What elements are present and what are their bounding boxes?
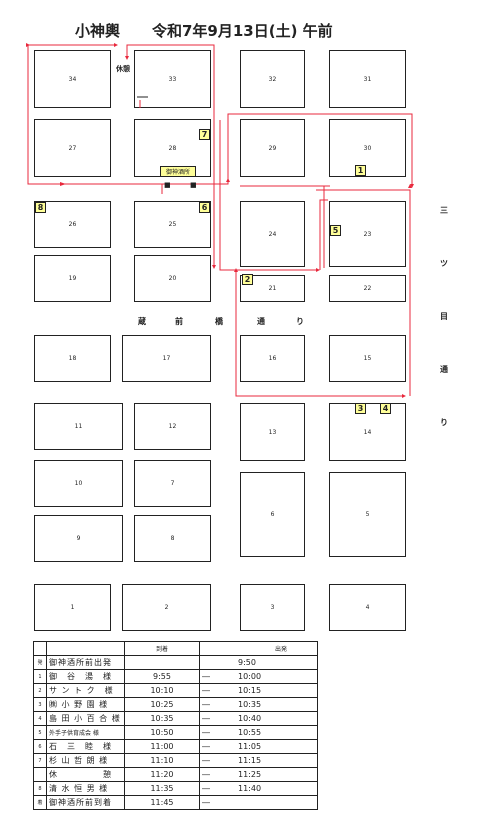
- shrine-dot-left: ■: [164, 181, 171, 189]
- street-kuramae-4: 通: [257, 317, 265, 326]
- marker-5: 5: [330, 225, 341, 236]
- block-13: 13: [240, 403, 305, 461]
- block-34: 34: [34, 50, 111, 108]
- block-8: 8: [134, 515, 211, 562]
- street-kuramae-5: り: [296, 317, 304, 326]
- block-29: 29: [240, 119, 305, 177]
- block-19: 19: [34, 255, 111, 302]
- street-kuramae-1: 蔵: [138, 317, 146, 326]
- block-31: 31: [329, 50, 406, 108]
- street-mitsume-2: ツ: [440, 259, 448, 268]
- title-right: 令和7年9月13日(土) 午前: [152, 22, 333, 40]
- street-kuramae-2: 前: [175, 317, 183, 326]
- street-mitsume-3: 目: [440, 312, 448, 321]
- marker-2: 2: [242, 274, 253, 285]
- header-arrive: 到着: [124, 641, 200, 656]
- block-20: 20: [134, 255, 211, 302]
- block-1: 1: [34, 584, 111, 631]
- marker-8: 8: [35, 202, 46, 213]
- street-mitsume-5: り: [440, 418, 448, 427]
- block-23: 23: [329, 201, 406, 267]
- block-10: 10: [34, 460, 123, 507]
- schedule-header: 到着 出発: [33, 641, 318, 656]
- rest-label: 休憩: [116, 65, 130, 73]
- block-16: 16: [240, 335, 305, 382]
- marker-6: 6: [199, 202, 210, 213]
- street-mitsume-1: 三: [440, 206, 448, 215]
- marker-4: 4: [380, 403, 391, 414]
- header-depart: 出発: [199, 641, 318, 656]
- block-7: 7: [134, 460, 211, 507]
- block-3: 3: [240, 584, 305, 631]
- title-left: 小神輿: [75, 22, 121, 40]
- street-kuramae-3: 橋: [215, 317, 223, 326]
- block-33: 33: [134, 50, 211, 108]
- shrine-dot-right: ■: [190, 181, 197, 189]
- block-25: 25: [134, 201, 211, 248]
- block-27: 27: [34, 119, 111, 177]
- block-15: 15: [329, 335, 406, 382]
- route-map: [26, 43, 414, 398]
- block-5: 5: [329, 472, 406, 557]
- block-2: 2: [122, 584, 211, 631]
- block-26: 26: [34, 201, 111, 248]
- block-12: 12: [134, 403, 211, 450]
- block-17: 17: [122, 335, 211, 382]
- block-4: 4: [329, 584, 406, 631]
- street-mitsume-4: 通: [440, 365, 448, 374]
- marker-3: 3: [355, 403, 366, 414]
- shrine-label: 御神酒所: [160, 166, 196, 177]
- block-9: 9: [34, 515, 123, 562]
- block-11: 11: [34, 403, 123, 450]
- block-24: 24: [240, 201, 305, 267]
- block-18: 18: [34, 335, 111, 382]
- marker-7: 7: [199, 129, 210, 140]
- block-32: 32: [240, 50, 305, 108]
- block-14: 14: [329, 403, 406, 461]
- block-6: 6: [240, 472, 305, 557]
- block-30: 30: [329, 119, 406, 177]
- marker-1: 1: [355, 165, 366, 176]
- block-22: 22: [329, 275, 406, 302]
